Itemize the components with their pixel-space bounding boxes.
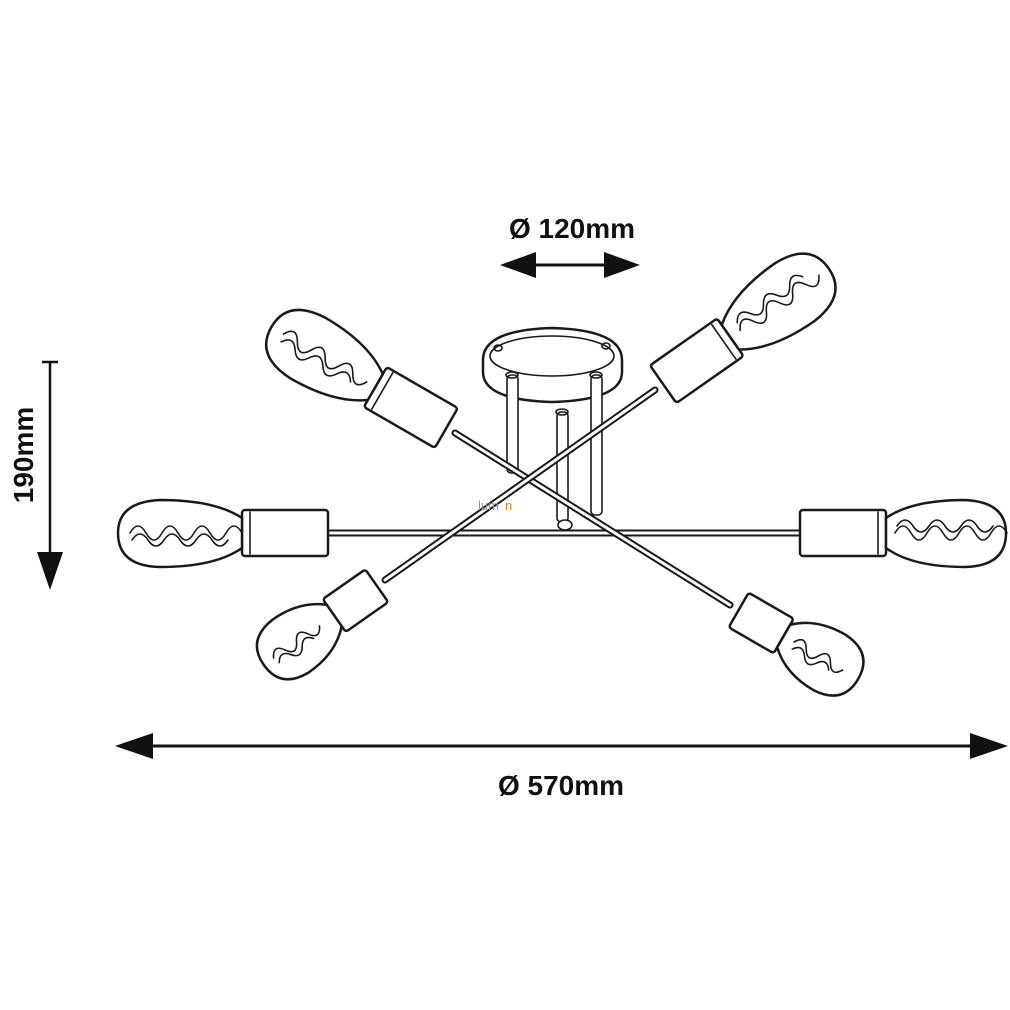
bulb-left-icon bbox=[116, 498, 330, 569]
bulb-right-icon bbox=[798, 498, 1008, 569]
ceiling-lamp-icon bbox=[116, 252, 1008, 697]
canopy-arrow-icon bbox=[500, 252, 640, 278]
overall-diameter-arrow-icon bbox=[115, 733, 1008, 759]
canopy-diameter-dimension: Ø 120mm bbox=[500, 213, 640, 278]
bulb-lower-left-icon bbox=[255, 569, 389, 681]
height-arrow-icon bbox=[37, 360, 63, 590]
lamp-arms-icon bbox=[326, 386, 804, 609]
overall-diameter-label: Ø 570mm bbox=[498, 770, 624, 801]
bulb-upper-left-icon bbox=[264, 308, 458, 449]
height-dimension: 190mm bbox=[8, 360, 63, 590]
overall-diameter-dimension: Ø 570mm bbox=[115, 733, 1008, 801]
bulb-lower-right-icon bbox=[728, 592, 865, 697]
bulb-upper-right-icon bbox=[649, 252, 837, 404]
canopy-diameter-label: Ø 120mm bbox=[509, 213, 635, 244]
height-label: 190mm bbox=[8, 407, 39, 504]
